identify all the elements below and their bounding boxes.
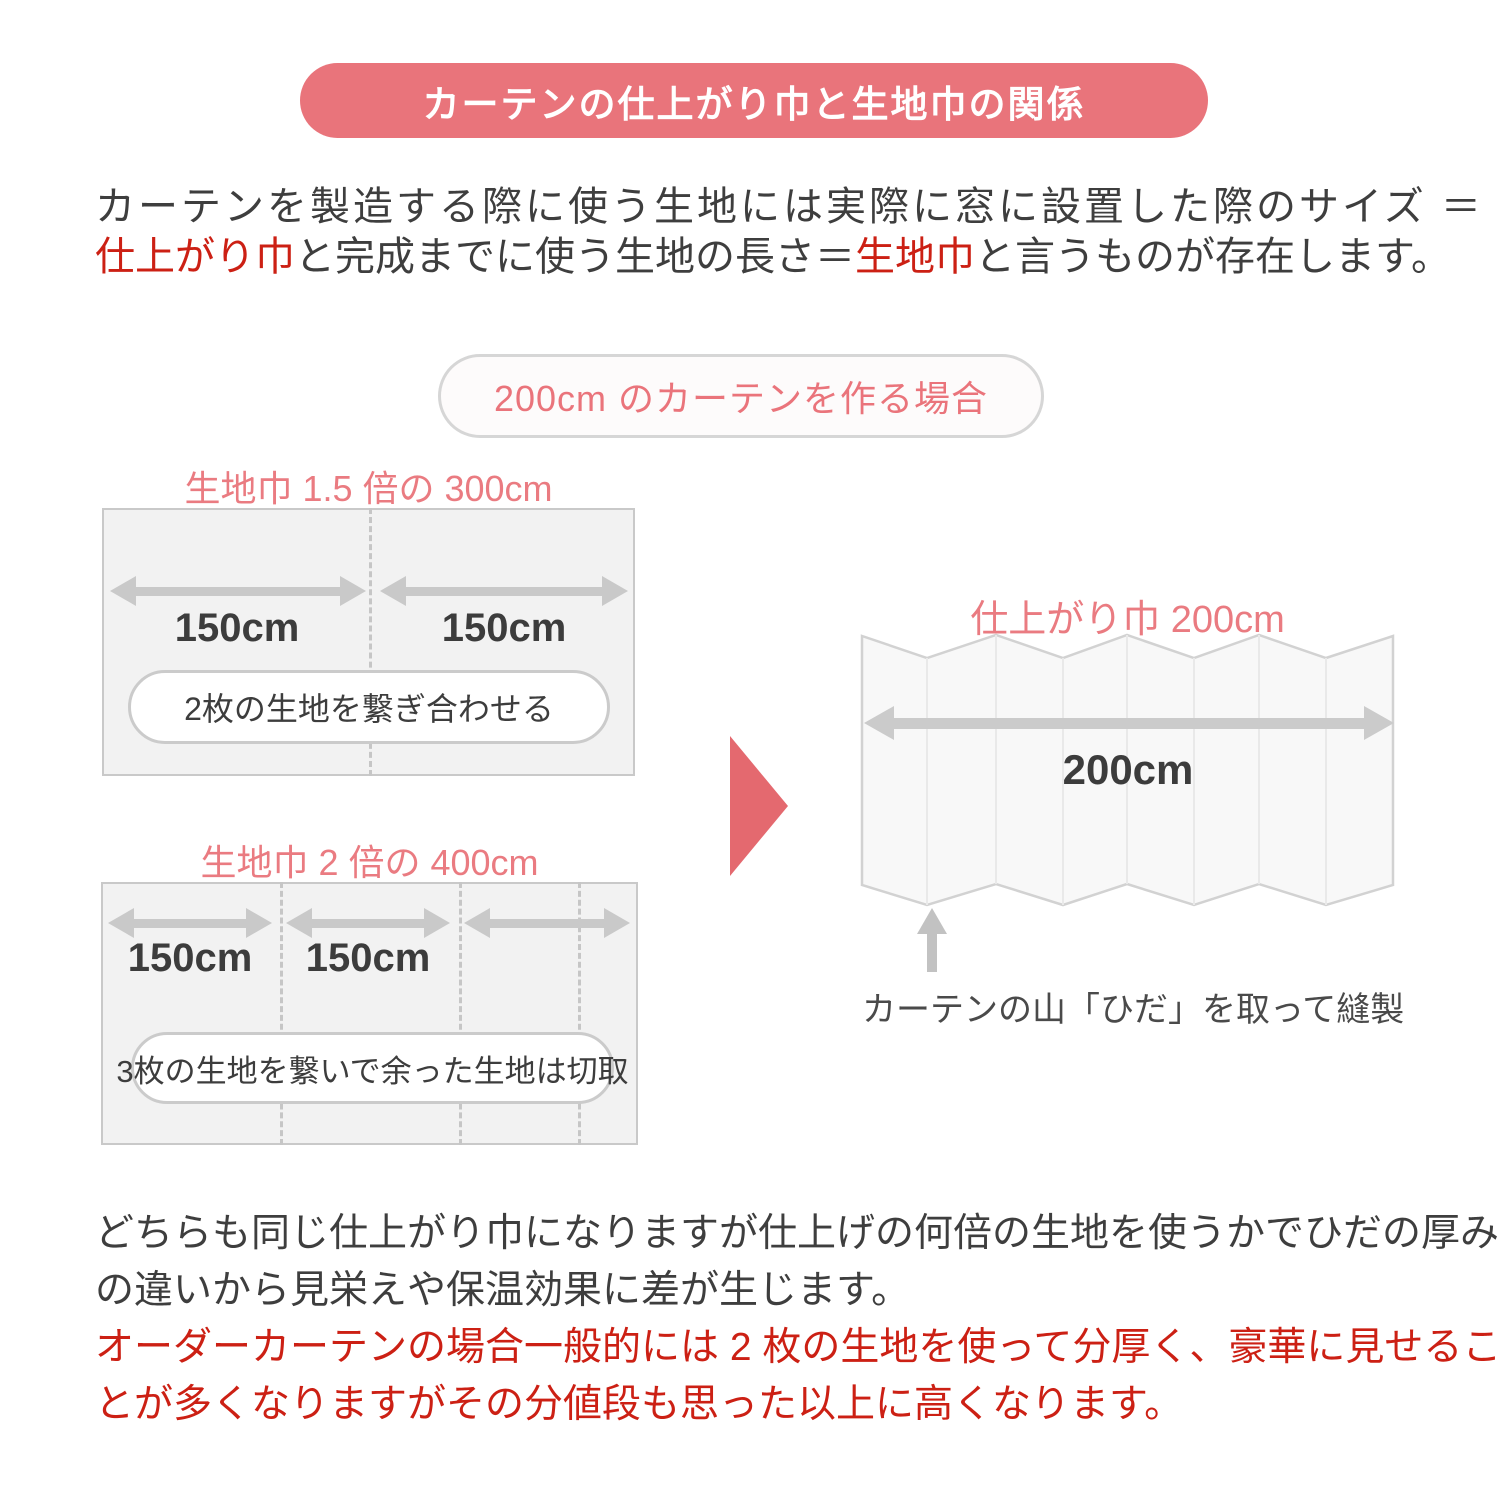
- seam-dashed-line: [280, 882, 283, 1145]
- intro-paragraph: カーテンを製造する際に使う生地には実際に窓に設置した際のサイズ ＝ 仕上がり巾と…: [95, 182, 1484, 282]
- footer-line-4: とが多くなりますがその分値段も思った以上に高くなります。: [95, 1383, 1184, 1426]
- intro-line-2-tail: と言うものが存在します。: [975, 235, 1451, 279]
- fabric-1-5x-title: 生地巾 1.5 倍の 300cm: [184, 468, 553, 509]
- left-right-arrow-icon: [108, 908, 272, 938]
- page-title: カーテンの仕上がり巾と生地巾の関係: [422, 83, 1086, 125]
- up-arrow-icon: [917, 908, 947, 972]
- case-heading-pill: 200cm のカーテンを作る場合: [438, 354, 1044, 438]
- finished-width-arrow-icon: [864, 706, 1394, 740]
- cut-dashed-line: [578, 882, 581, 1145]
- term-finished-width: 仕上がり巾: [95, 235, 295, 279]
- intro-line-2: 仕上がり巾と完成までに使う生地の長さ＝生地巾と言うものが存在します。: [95, 232, 1451, 282]
- join-note-pill: 2枚の生地を繋ぎ合わせる: [128, 670, 610, 744]
- join-note-text: 2枚の生地を繋ぎ合わせる: [184, 691, 554, 727]
- finished-width-label: 200cm: [1062, 746, 1194, 793]
- panel-width-label: 150cm: [305, 936, 431, 980]
- cut-note-pill: 3枚の生地を繋いで余った生地は切取: [116, 1032, 629, 1104]
- footer-line-1: どちらも同じ仕上がり巾になりますが仕上げの何倍の生地を使うかでひだの厚み: [95, 1212, 1500, 1255]
- intro-line-2-mid: と完成までに使う生地の長さ＝: [295, 235, 855, 279]
- panel-width-label: 150cm: [441, 606, 567, 650]
- left-right-arrow-icon: [286, 908, 450, 938]
- panel-width-label: 150cm: [174, 606, 300, 650]
- fabric-2x-title: 生地巾 2 倍の 400cm: [200, 842, 539, 883]
- case-heading-label: 200cm のカーテンを作る場合: [493, 378, 989, 419]
- left-right-arrow-icon: [110, 576, 366, 606]
- intro-line-1: カーテンを製造する際に使う生地には実際に窓に設置した際のサイズ ＝: [95, 185, 1484, 229]
- cut-note-text: 3枚の生地を繋いで余った生地は切取: [116, 1053, 629, 1089]
- footer-line-3: オーダーカーテンの場合一般的には 2 枚の生地を使って分厚く、豪華に見せるこ: [95, 1326, 1501, 1369]
- left-right-arrow-icon: [380, 576, 628, 606]
- term-fabric-width: 生地巾: [855, 235, 975, 279]
- left-right-arrow-icon: [464, 908, 630, 938]
- panel-width-label: 150cm: [127, 936, 253, 980]
- curtain-folded-illustration: [860, 633, 1395, 907]
- pleat-caption: カーテンの山「ひだ」を取って縫製: [862, 991, 1405, 1029]
- seam-dashed-line: [459, 882, 462, 1145]
- footer-paragraph: どちらも同じ仕上がり巾になりますが仕上げの何倍の生地を使うかでひだの厚み の違い…: [95, 1205, 1501, 1433]
- footer-line-2: の違いから見栄えや保温効果に差が生じます。: [95, 1269, 911, 1312]
- right-triangle-arrow-icon: [730, 736, 788, 876]
- title-banner: カーテンの仕上がり巾と生地巾の関係: [300, 63, 1208, 138]
- seam-dashed-line: [369, 508, 372, 776]
